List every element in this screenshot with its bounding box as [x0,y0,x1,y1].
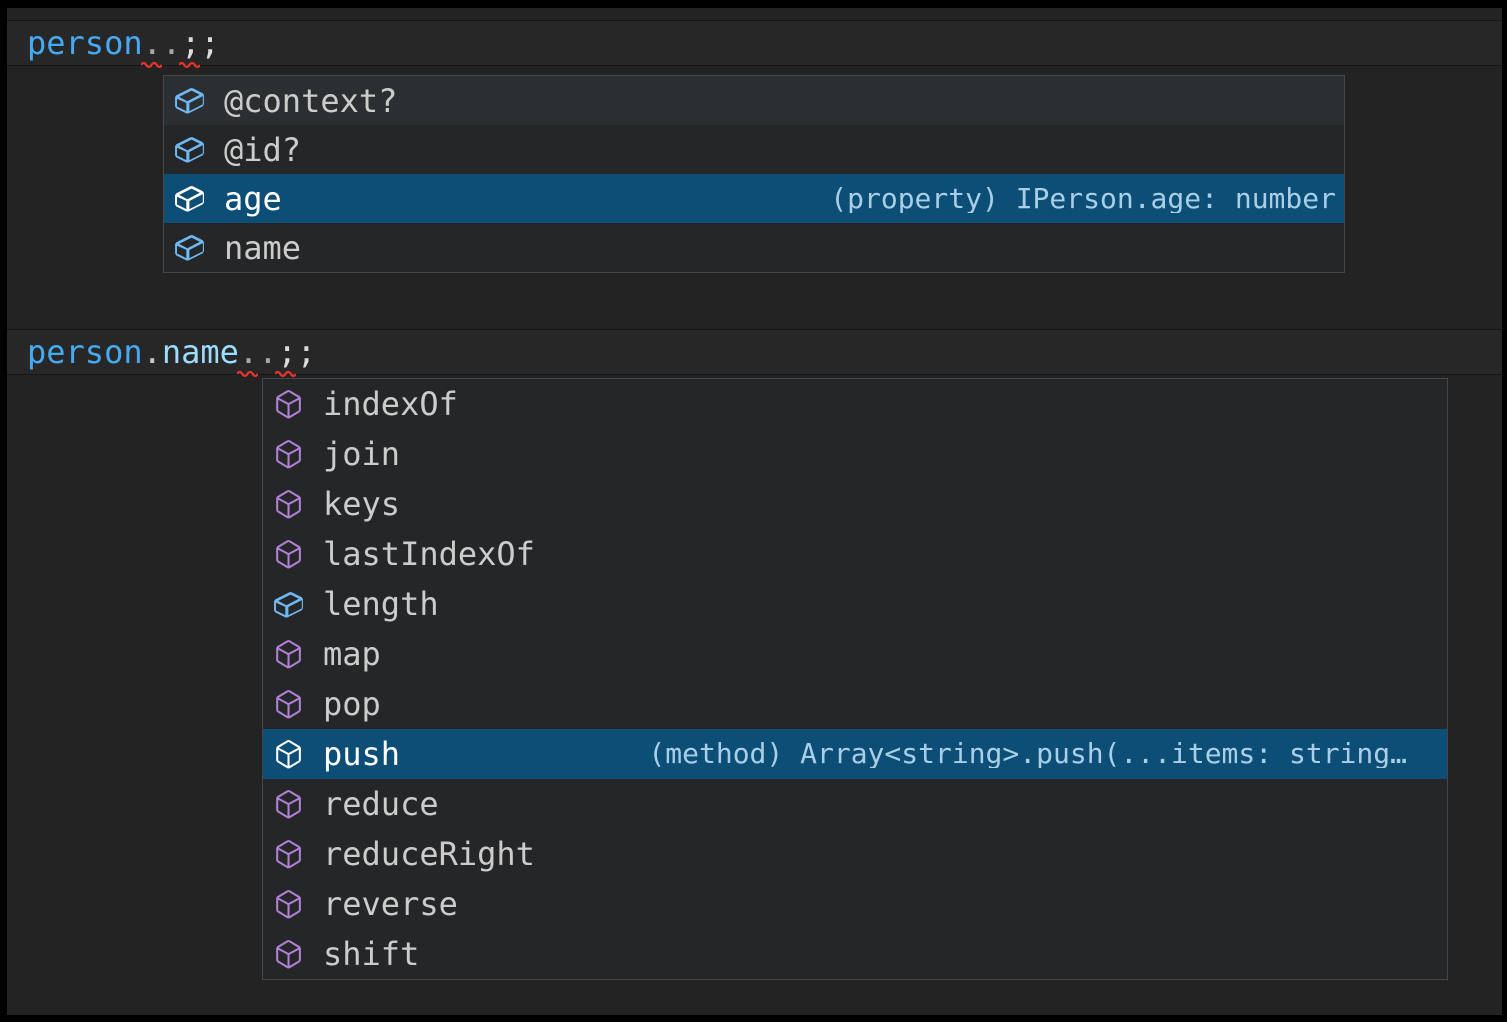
code-editor[interactable]: person..;; @context? @id? age (property)… [7,8,1502,1015]
code-token: person [27,24,143,62]
symbol-method-icon [276,639,301,668]
error-squiggle-icon [275,370,297,378]
suggestion-label: reduce [323,785,439,823]
suggestion-label: push [323,735,401,773]
code-token-error: .. [140,21,181,69]
code-token: person [27,333,143,371]
suggestion-label: @id? [224,130,302,169]
symbol-method-icon [276,389,301,418]
suggest-widget-1: @context? @id? age (property) IPerson.ag… [163,75,1345,273]
suggestion-item[interactable]: keys [263,479,1447,529]
suggestion-label: keys [323,485,401,523]
error-squiggle-icon [140,61,162,69]
symbol-method-icon [276,739,301,768]
code-token-error: .. [236,330,277,378]
code-token: name [161,333,239,371]
suggestion-item[interactable]: map [263,629,1447,679]
suggestion-label: reduceRight [323,835,535,873]
suggestion-label: map [323,635,381,673]
code-text-1: person..;; [7,21,1502,69]
code-line-1[interactable]: person..;; [7,20,1502,69]
symbol-field-icon [175,186,204,212]
symbol-method-icon [276,839,301,868]
suggestion-item[interactable]: @context? [164,76,1344,125]
suggestion-item[interactable]: shift [263,929,1447,979]
suggestion-label: lastIndexOf [323,535,535,573]
suggestion-item[interactable]: reduceRight [263,829,1447,879]
suggestion-label: age [224,179,282,218]
suggestion-label: shift [323,935,420,973]
suggestion-item[interactable]: pop [263,679,1447,729]
code-text-2: person.name..;; [7,330,1502,378]
suggestion-detail: (property) IPerson.age: number [830,184,1336,213]
suggestion-item[interactable]: indexOf [263,379,1447,429]
symbol-field-icon [274,591,303,617]
code-token: . [142,333,162,371]
code-line-2[interactable]: person.name..;; [7,329,1502,378]
suggestion-item[interactable]: @id? [164,125,1344,174]
symbol-method-icon [276,539,301,568]
suggestion-item[interactable]: age (property) IPerson.age: number [164,174,1344,223]
suggestion-label: reverse [323,885,458,923]
symbol-method-icon [276,489,301,518]
symbol-method-icon [276,439,301,468]
suggestion-item[interactable]: push (method) Array<string>.push(...item… [263,729,1447,779]
symbol-field-icon [175,137,204,163]
suggestion-label: indexOf [323,385,458,423]
code-token-error: ;; [275,330,316,378]
symbol-method-icon [276,789,301,818]
suggestion-label: @context? [224,81,398,120]
symbol-field-icon [175,235,204,261]
suggestion-item[interactable]: reduce [263,779,1447,829]
error-squiggle-icon [179,61,201,69]
symbol-method-icon [276,939,301,968]
suggestion-item[interactable]: name [164,223,1344,272]
suggestion-item[interactable]: reverse [263,879,1447,929]
symbol-field-icon [175,88,204,114]
suggestion-label: join [323,435,401,473]
suggestion-item[interactable]: length [263,579,1447,629]
symbol-method-icon [276,689,301,718]
suggestion-label: name [224,228,302,267]
error-squiggle-icon [236,370,258,378]
symbol-method-icon [276,889,301,918]
suggestion-label: length [323,585,439,623]
suggestion-detail: (method) Array<string>.push(...items: st… [648,740,1407,768]
suggest-widget-2: indexOf join keys lastIndexOf length map… [262,378,1448,980]
suggestion-label: pop [323,685,381,723]
code-token-error: ;; [179,21,220,69]
suggestion-item[interactable]: join [263,429,1447,479]
suggestion-item[interactable]: lastIndexOf [263,529,1447,579]
